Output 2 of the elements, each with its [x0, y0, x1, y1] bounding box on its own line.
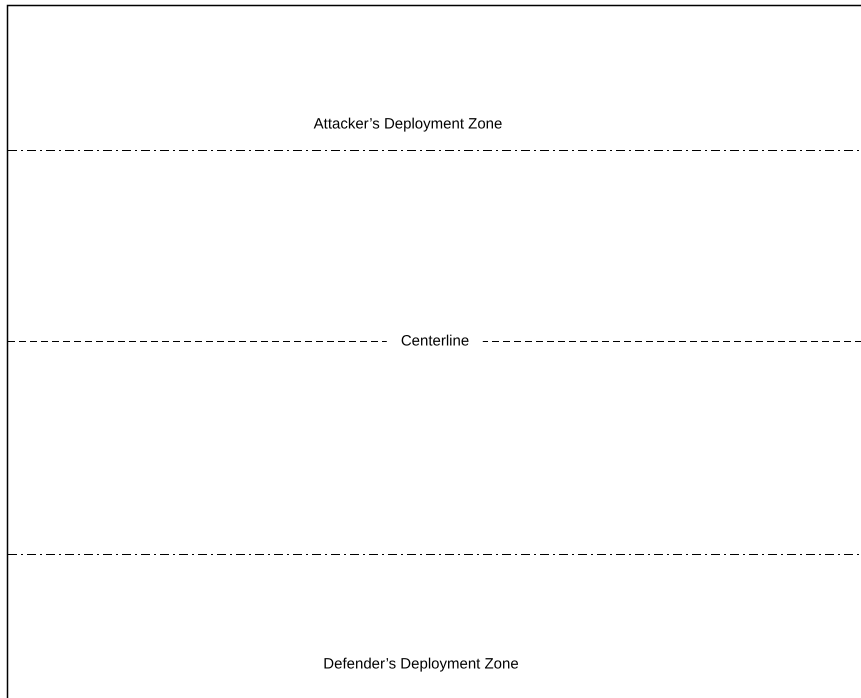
- zone-label: Defender’s Deployment Zone: [323, 656, 519, 672]
- zone-label: Attacker’s Deployment Zone: [314, 116, 502, 132]
